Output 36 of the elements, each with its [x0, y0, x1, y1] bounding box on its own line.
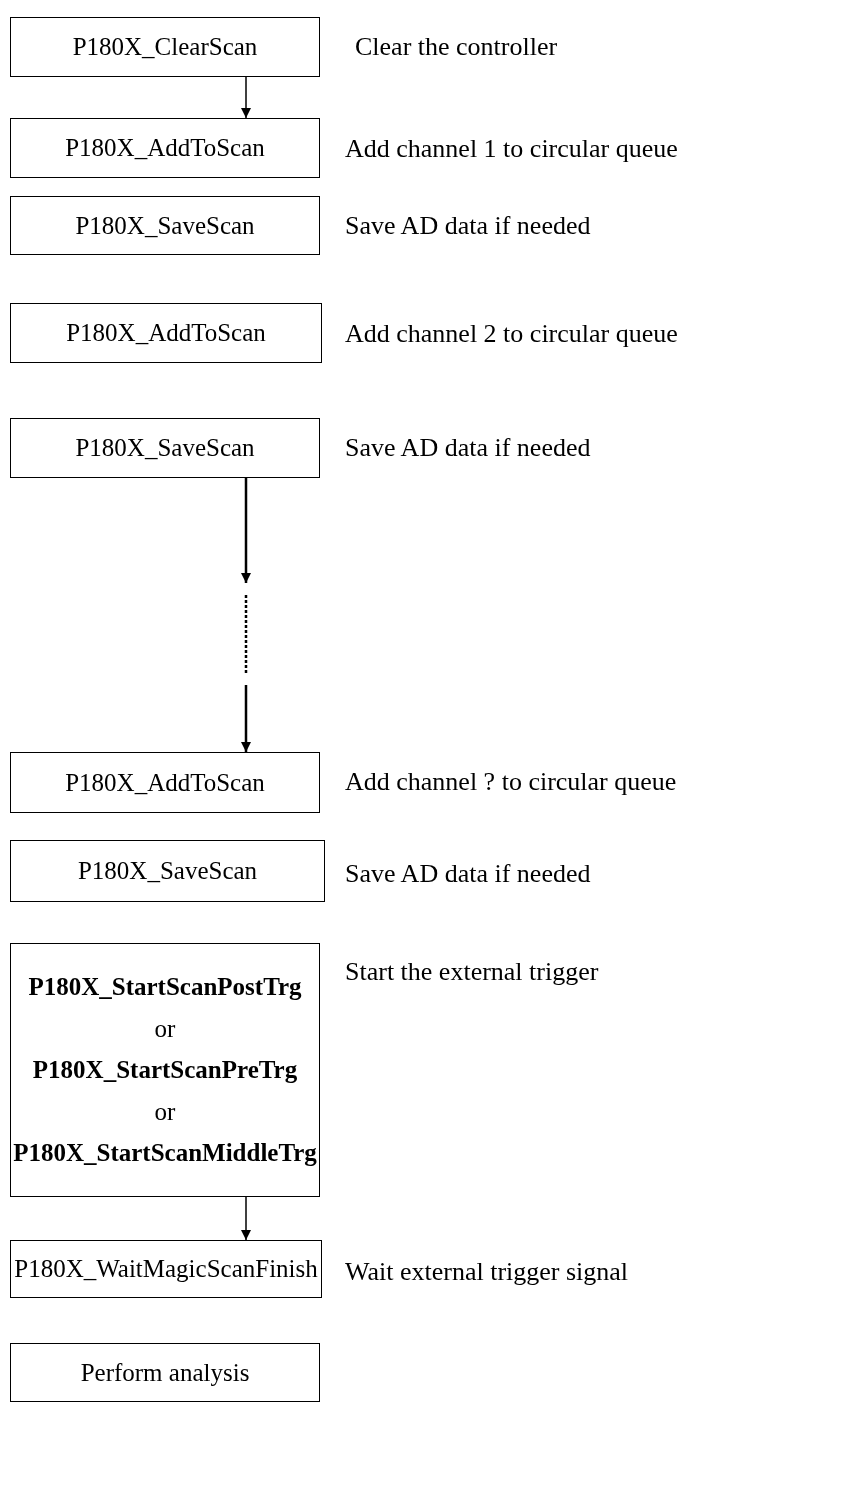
function-name: P180X_StartScanPreTrg: [32, 1056, 298, 1084]
process-box: [10, 1240, 322, 1298]
process-box: [10, 752, 320, 813]
process-box: [10, 1343, 320, 1402]
process-box: [10, 418, 320, 478]
step-description: Save AD data if needed: [345, 434, 591, 463]
step-description: Start the external trigger: [345, 958, 599, 987]
function-name: P180X_AddToScan: [65, 134, 265, 162]
process-box: [10, 17, 320, 77]
function-name: P180X_StartScanMiddleTrg: [13, 1139, 317, 1167]
arrow: [241, 478, 251, 752]
process-box: [10, 840, 325, 902]
process-box: [10, 943, 320, 1197]
process-box: [10, 303, 322, 363]
function-name: or: [154, 1097, 176, 1126]
step-description: Save AD data if needed: [345, 860, 591, 889]
function-name: P180X_AddToScan: [65, 768, 265, 797]
step-description: Add channel 2 to circular queue: [345, 320, 678, 349]
function-name: P180X_SaveScan: [77, 857, 258, 885]
process-box: [10, 196, 320, 255]
step-description: Save AD data if needed: [345, 212, 591, 241]
step-description: Clear the controller: [355, 33, 558, 62]
function-name: P180X_WaitMagicScanFinish: [14, 1255, 318, 1283]
step-description: Add channel 1 to circular queue: [345, 135, 678, 164]
function-name: P180X_AddToScan: [66, 319, 266, 347]
function-name: P180X_SaveScan: [75, 434, 255, 462]
function-name: Perform analysis: [80, 1358, 250, 1387]
function-name: P180X_SaveScan: [75, 211, 255, 240]
step-description: Wait external trigger signal: [345, 1258, 629, 1287]
arrow: [241, 76, 251, 119]
step-description: Add channel ? to circular queue: [345, 768, 677, 797]
process-box: [10, 118, 320, 178]
arrow: [241, 1196, 251, 1241]
function-name: P180X_StartScanPostTrg: [28, 973, 302, 1001]
function-name: P180X_ClearScan: [72, 33, 258, 61]
function-name: or: [154, 1014, 176, 1043]
